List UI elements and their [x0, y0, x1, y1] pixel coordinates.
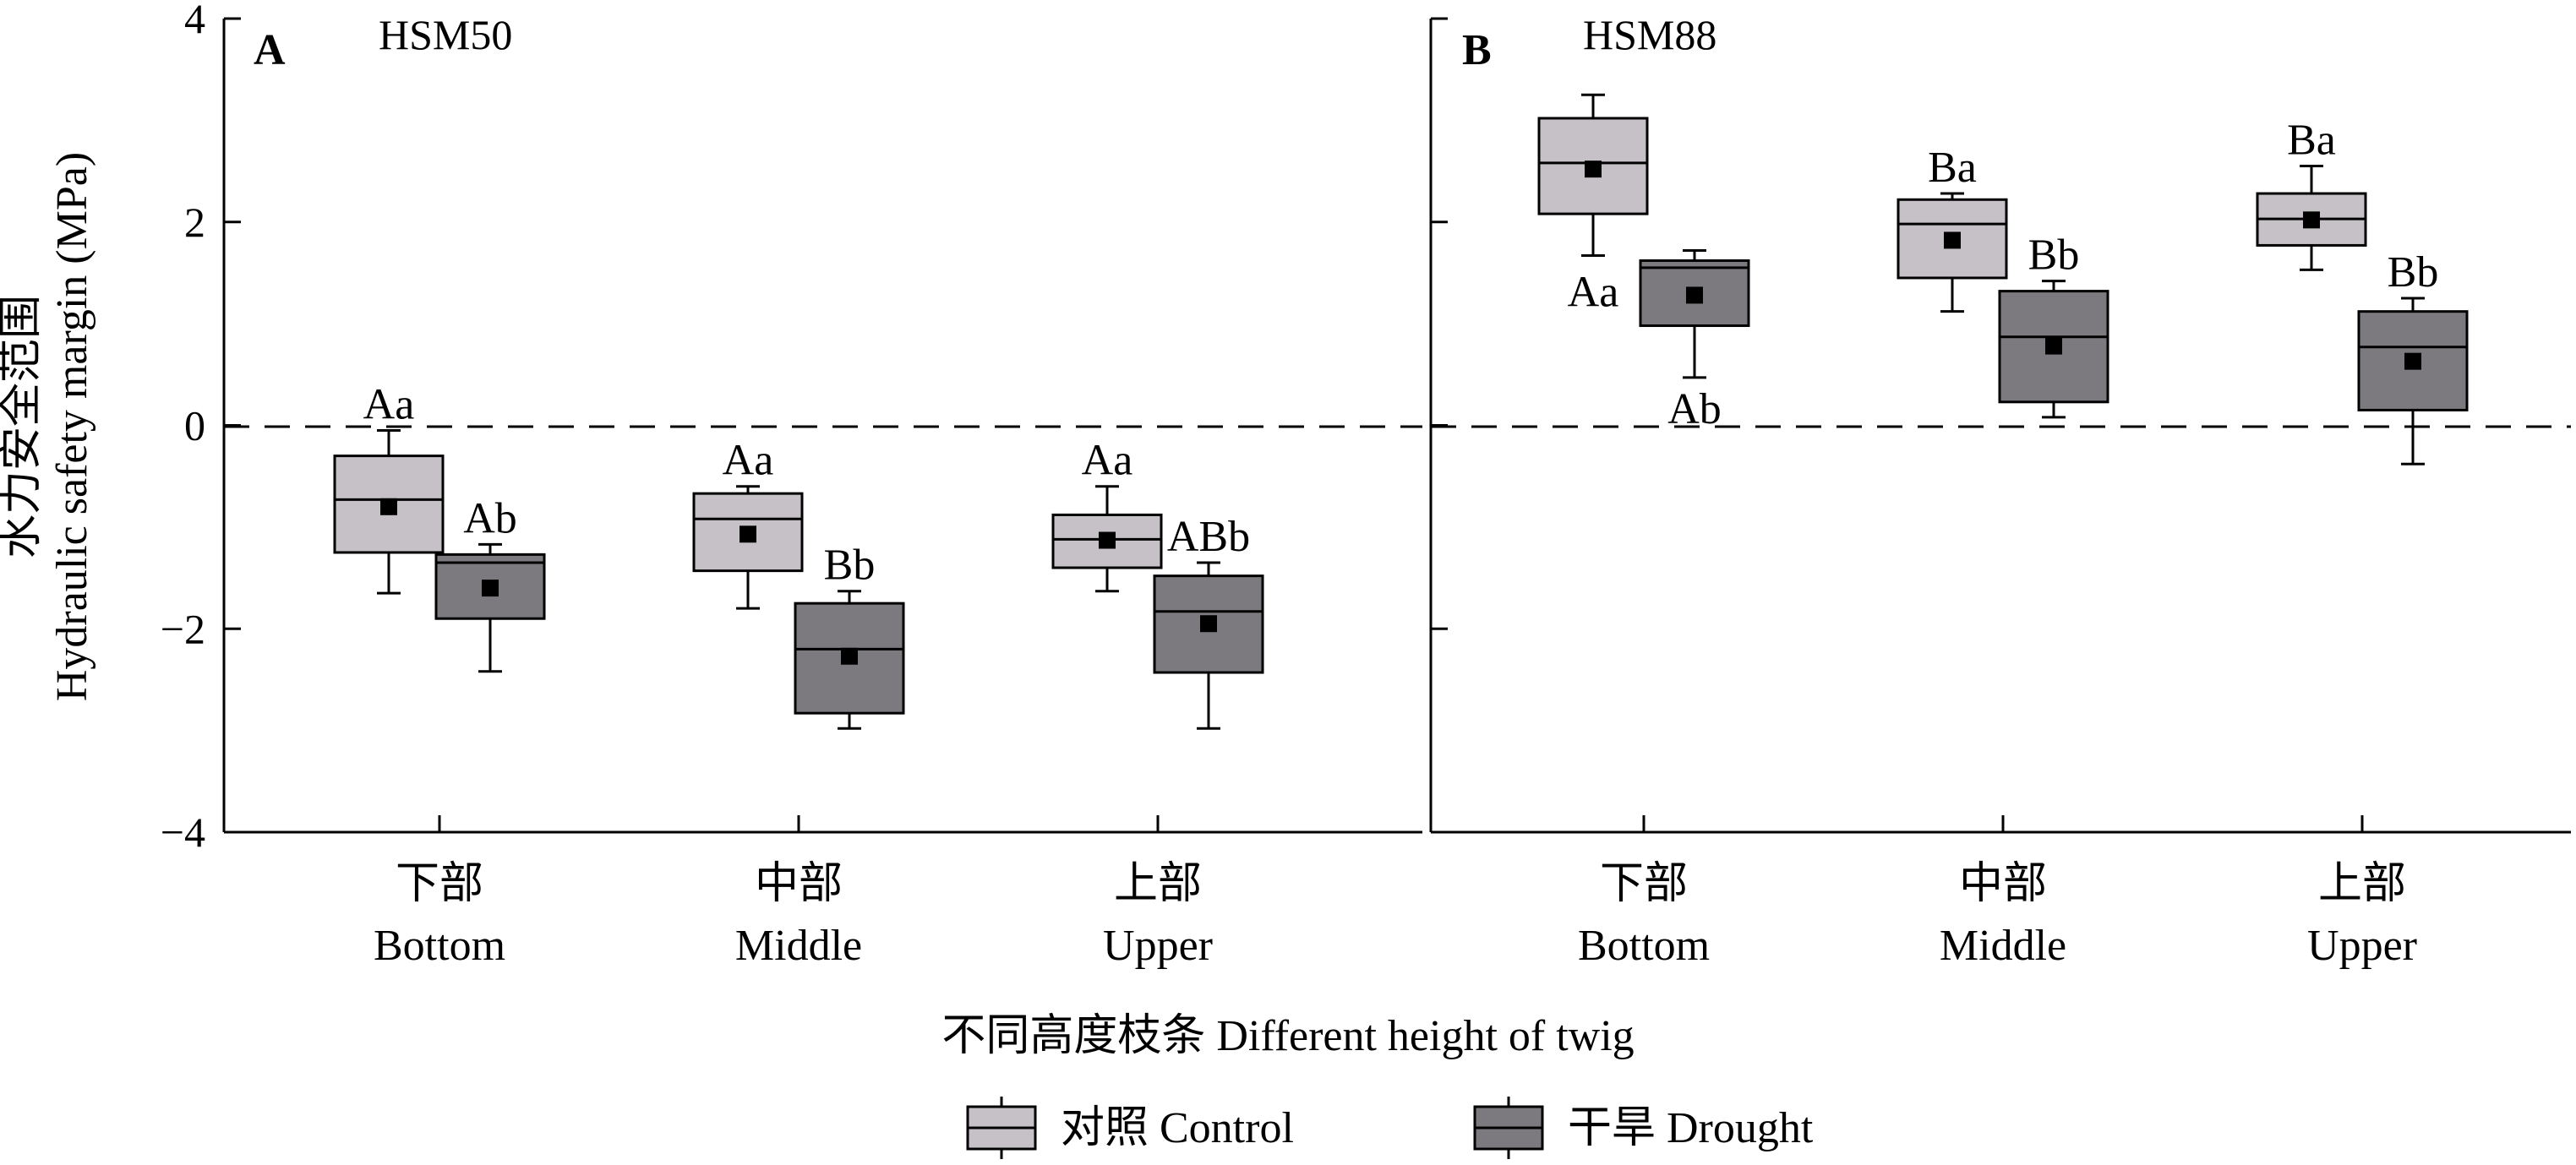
- y-axis-label-en: Hydraulic safety margin (MPa): [48, 152, 96, 701]
- panel-a-x-ticks: 下部 Bottom 中部 Middle 上部 Upper: [374, 815, 1213, 970]
- significance-label: Aa: [723, 437, 774, 485]
- significance-label: Ab: [1667, 385, 1722, 433]
- y-tick-label: 0: [184, 402, 205, 449]
- y-axis-label-cn: 水力安全范围: [0, 295, 46, 558]
- y-tick-label: 2: [184, 199, 205, 246]
- significance-label: Ba: [1928, 144, 1977, 192]
- significance-label: ABb: [1167, 513, 1250, 561]
- panel-b-letter: B: [1462, 26, 1492, 74]
- significance-label: Bb: [2028, 231, 2080, 280]
- x-tick-label-en: Bottom: [374, 922, 505, 970]
- box-drought-2: ABb: [1153, 513, 1264, 730]
- box-control-1: Aa: [692, 437, 804, 610]
- box-control-0: Aa: [1537, 93, 1649, 316]
- significance-label: Bb: [824, 542, 876, 590]
- mean-marker: [2045, 337, 2062, 355]
- box-control-1: Ba: [1897, 144, 2008, 313]
- box-drought-2: Bb: [2357, 248, 2469, 465]
- y-tick-label: −2: [161, 605, 205, 652]
- panel-b-y-ticks: [1431, 17, 1448, 834]
- significance-label: Ba: [2287, 117, 2336, 165]
- x-tick-label-en: Upper: [2307, 922, 2417, 970]
- legend: 对照 Control 干旱 Drought: [966, 1097, 1814, 1159]
- box-control-0: Aa: [333, 381, 445, 595]
- mean-marker: [1099, 531, 1116, 549]
- mean-marker: [380, 498, 397, 515]
- box-drought-0: Ab: [434, 494, 546, 673]
- significance-label: Aa: [1568, 268, 1619, 316]
- panel-b-x-ticks: 下部 Bottom 中部 Middle 上部 Upper: [1578, 815, 2417, 970]
- y-tick-label: −4: [161, 808, 205, 856]
- x-tick-label-cn: 下部: [1600, 860, 1688, 908]
- mean-marker: [482, 580, 499, 597]
- mean-marker: [2303, 211, 2320, 229]
- box-drought-1: Bb: [794, 542, 905, 730]
- mean-marker: [1944, 231, 1961, 249]
- x-tick-label-en: Bottom: [1578, 922, 1710, 970]
- box-control-2: Ba: [2256, 117, 2367, 271]
- panel-a-y-ticks: 4 2 0 −2 −4: [161, 0, 241, 856]
- y-tick-label: 4: [184, 0, 205, 42]
- legend-item-control: 对照 Control: [966, 1097, 1294, 1159]
- mean-marker: [841, 647, 858, 665]
- mean-marker: [1585, 161, 1602, 178]
- x-axis-title: 不同高度枝条 Different height of twig: [941, 1012, 1634, 1060]
- significance-label: Bb: [2388, 248, 2439, 297]
- mean-marker: [1686, 286, 1703, 304]
- mean-marker: [2404, 352, 2421, 370]
- legend-label-control: 对照 Control: [1061, 1104, 1294, 1152]
- mean-marker: [740, 525, 756, 543]
- x-tick-label-cn: 上部: [1114, 860, 1202, 908]
- y-axis-title: 水力安全范围 Hydraulic safety margin (MPa): [0, 152, 96, 701]
- panel-b-title: HSM88: [1583, 11, 1716, 58]
- mean-marker: [1200, 615, 1217, 633]
- legend-item-drought: 干旱 Drought: [1473, 1097, 1814, 1159]
- x-tick-label-cn: 下部: [396, 860, 483, 908]
- legend-label-drought: 干旱 Drought: [1568, 1104, 1814, 1152]
- box-drought-0: Ab: [1639, 248, 1750, 433]
- x-tick-label-cn: 上部: [2318, 860, 2406, 908]
- panel-a-letter: A: [254, 26, 286, 74]
- box-control-2: Aa: [1051, 437, 1163, 593]
- x-tick-label-en: Middle: [735, 922, 862, 970]
- significance-label: Aa: [1082, 437, 1133, 485]
- x-tick-label-en: Middle: [1940, 922, 2066, 970]
- x-tick-label-cn: 中部: [755, 860, 843, 908]
- significance-label: Aa: [363, 381, 415, 429]
- panel-a-title: HSM50: [379, 11, 512, 58]
- significance-label: Ab: [463, 494, 517, 542]
- x-tick-label-en: Upper: [1103, 922, 1213, 970]
- box-drought-1: Bb: [1998, 231, 2109, 419]
- x-tick-label-cn: 中部: [1959, 860, 2047, 908]
